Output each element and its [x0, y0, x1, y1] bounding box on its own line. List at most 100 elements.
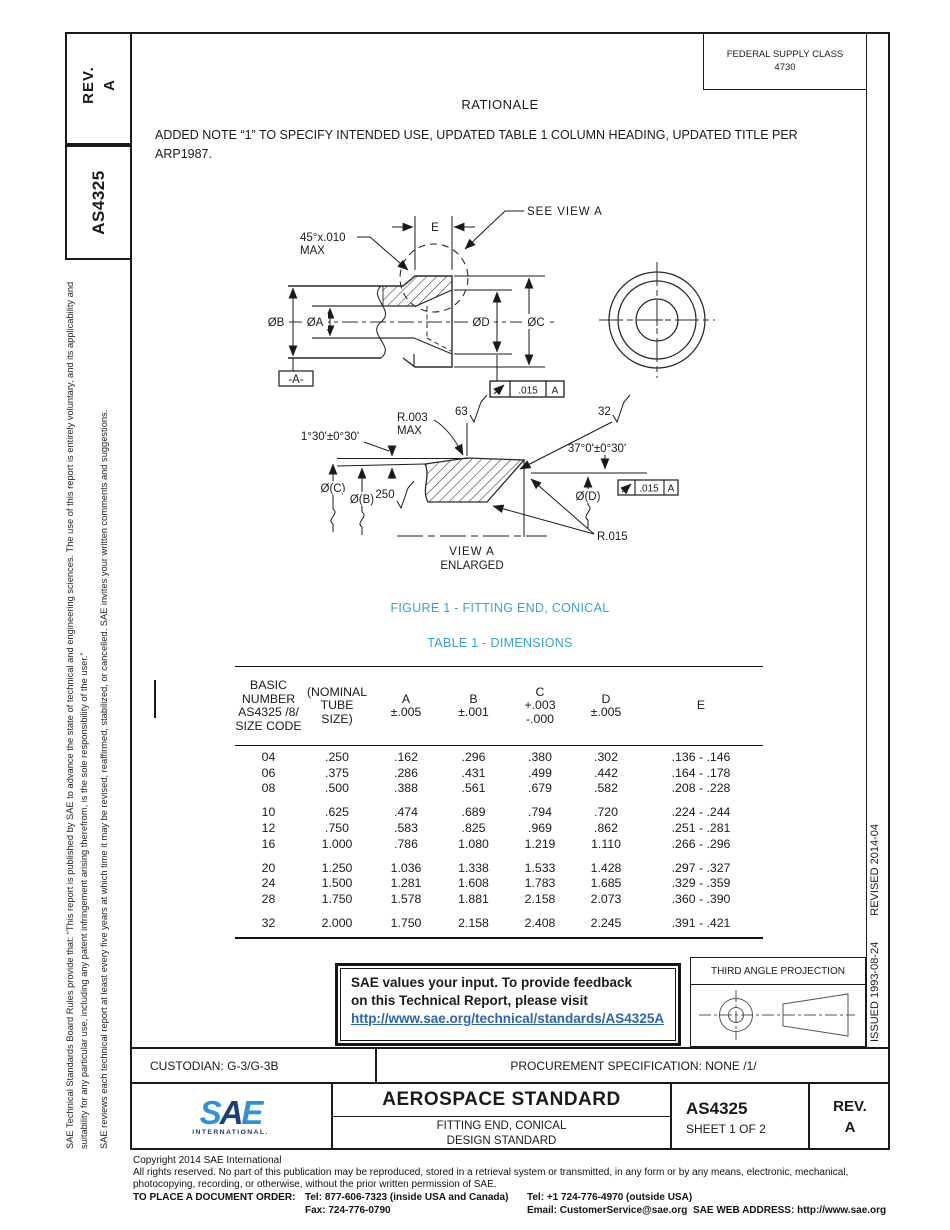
rev-value: A	[101, 79, 118, 91]
issued-revised-text: ISSUED 1993-08-24 REVISED 2014-04	[869, 742, 890, 1042]
right-strip-divider	[866, 32, 867, 1047]
table-cell: .296	[461, 749, 486, 764]
footer-web: SAE WEB ADDRESS: http://www.sae.org	[693, 1205, 887, 1216]
datum-a-label: -A-	[288, 374, 304, 386]
table-cell: .794	[528, 805, 552, 820]
table-cell: .689	[461, 805, 486, 820]
custodian-cell: CUSTODIAN: G-3/G-3B	[130, 1049, 377, 1082]
procurement-cell: PROCUREMENT SPECIFICATION: NONE /1/	[510, 1058, 757, 1073]
table-cell: .375	[325, 765, 349, 780]
title-block: SAE INTERNATIONAL. AEROSPACE STANDARD FI…	[130, 1084, 890, 1150]
rationale-heading: RATIONALE	[461, 97, 539, 112]
svg-text:A: A	[668, 484, 675, 495]
third-angle-projection-icon	[699, 990, 855, 1040]
table-cell: 1.110	[591, 836, 621, 851]
runout-frame-view-a: .015 A	[617, 479, 679, 496]
table-row: 08.500.388.561.679.582.208 - .228	[235, 781, 763, 797]
document-frame	[130, 32, 890, 1150]
table-cell: .297 - .327	[671, 860, 731, 875]
table-cell: .224 - .244	[671, 805, 731, 820]
angle-small-label: 1°30'±0°30'	[301, 431, 359, 443]
view-a-section	[424, 457, 526, 503]
federal-supply-class-box: FEDERAL SUPPLY CLASS 4730	[703, 32, 866, 90]
r015-label: R.015	[597, 531, 628, 543]
table-cell: .825	[461, 821, 486, 836]
sae-logo: SAE INTERNATIONAL.	[130, 1084, 333, 1150]
table-cell: .625	[325, 805, 349, 820]
table-cell: .360 - .390	[671, 892, 731, 907]
table-cell: .329 - .359	[671, 876, 731, 891]
table-cell: 2.073	[590, 892, 622, 907]
finish-250-label: 250	[375, 489, 394, 501]
feedback-line2: on this Technical Report, please visit	[351, 993, 588, 1008]
table-cell: .251 - .281	[671, 821, 731, 836]
table-row: 04.250.162.296.380.302.136 - .146	[235, 749, 763, 765]
table-cell: .431	[461, 765, 486, 780]
table-cell: .786	[394, 836, 418, 851]
table-cell: 2.000	[321, 916, 353, 931]
footer-copyright: Copyright 2014 SAE International	[133, 1155, 282, 1166]
fsc-value: 4730	[774, 61, 796, 73]
figure-1-drawing: E 45°x.010 MAX SEE VIEW A ØB ØA ØD ØC -A…	[263, 206, 715, 572]
table-cell: .250	[325, 749, 349, 764]
fsc-label: FEDERAL SUPPLY CLASS	[726, 48, 844, 60]
finish-63-label: 63	[455, 406, 468, 418]
table-header-cell: BASIC NUMBER AS4325 /8/ SIZE CODE	[235, 678, 302, 733]
rationale-text: ADDED NOTE “1” TO SPECIFY INTENDED USE, …	[155, 128, 798, 161]
footer-email: Email: CustomerService@sae.org	[527, 1205, 688, 1216]
dia-b-ref-label: Ø(B)	[350, 494, 374, 506]
table-row: 12.750.583.825.969.862.251 - .281	[235, 820, 763, 836]
chamfer-note-line1: 45°x.010	[300, 232, 346, 244]
title-block-rev-cell: REV. A	[833, 1098, 867, 1136]
table-cell: 1.000	[321, 836, 353, 851]
dia-d-label: ØD	[472, 317, 489, 329]
r003-label-line2: MAX	[397, 425, 422, 437]
footer-order-label: TO PLACE A DOCUMENT ORDER:	[133, 1192, 296, 1203]
see-view-a-label: SEE VIEW A	[527, 206, 603, 218]
feedback-link[interactable]: http://www.sae.org/technical/standards/A…	[351, 1011, 665, 1026]
table-header-cell: C +.003 -.000	[524, 684, 556, 726]
figure-caption: FIGURE 1 - FITTING END, CONICAL	[390, 601, 610, 615]
table-cell: 1.783	[524, 876, 556, 891]
dia-c-ref-label: Ø(C)	[321, 483, 346, 495]
sidebar-legal-paragraph-2: SAE reviews each technical report at lea…	[99, 409, 109, 1149]
rev-label: REV.	[80, 66, 97, 104]
angle-big-label: 37°0'±0°30'	[568, 443, 626, 455]
table-header-row: BASIC NUMBER AS4325 /8/ SIZE CODE(NOMINA…	[235, 666, 763, 746]
table-header-cell: B ±.001	[458, 691, 489, 719]
end-view	[599, 262, 715, 378]
chamfer-note-line2: MAX	[300, 245, 325, 257]
table-cell: 2.158	[524, 892, 556, 907]
dia-a-label: ØA	[307, 317, 324, 329]
table-cell: .302	[594, 749, 618, 764]
table-cell: 1.533	[524, 860, 556, 875]
table-cell: .208 - .228	[671, 781, 731, 796]
table-cell: .499	[528, 765, 552, 780]
footer-fax: Fax: 724-776-0790	[305, 1205, 391, 1216]
feedback-box: SAE values your input. To provide feedba…	[335, 963, 681, 1046]
table-cell: .164 - .178	[671, 765, 731, 780]
table-cell: .380	[528, 749, 552, 764]
table-cell: .266 - .296	[671, 836, 731, 851]
table-cell: 06	[261, 765, 276, 780]
table-cell: 10	[261, 805, 276, 820]
table-cell: 32	[261, 916, 276, 931]
table-header-cell: E	[696, 698, 706, 713]
revised-date: REVISED 2014-04	[869, 824, 881, 916]
table-cell: 04	[261, 749, 276, 764]
document-number: AS4325	[686, 1098, 748, 1118]
table-cell: 1.036	[390, 860, 422, 875]
table-cell: 1.750	[390, 916, 422, 931]
runout-icon	[620, 483, 632, 495]
table-cell: 24	[261, 876, 276, 891]
sidebar-rev-text: REV. A	[76, 36, 122, 134]
section-hatch	[382, 275, 453, 307]
svg-text:.015: .015	[518, 386, 538, 397]
table-cell: 1.608	[458, 876, 489, 891]
runout-frame-main: .015 A	[489, 380, 565, 398]
sidebar-rev-box	[65, 32, 132, 145]
